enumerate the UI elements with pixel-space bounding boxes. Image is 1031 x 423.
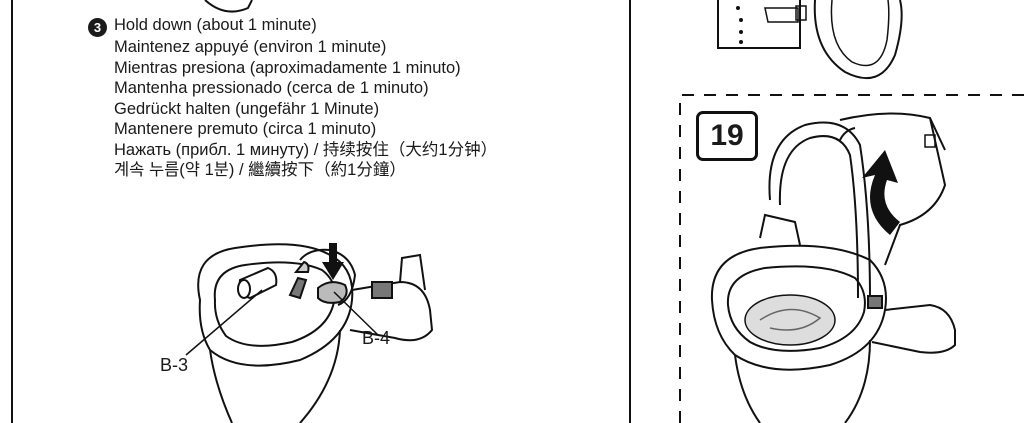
b3-leader xyxy=(185,289,263,356)
right-toilet-illustration xyxy=(710,112,956,423)
step-19-label: 19 xyxy=(696,111,758,161)
instruction-line-es: Mientras presiona (aproximadamente 1 min… xyxy=(114,58,461,77)
dashed-frame xyxy=(679,94,1031,423)
top-circle-fragment xyxy=(204,0,253,13)
b4-leader xyxy=(333,291,379,336)
callout-b4: B-4 xyxy=(362,328,391,348)
callout-b3: B-3 xyxy=(160,355,189,375)
rotate-arrow-icon xyxy=(862,150,900,235)
left-toilet-illustration xyxy=(197,243,434,423)
instruction-block: 3 Hold down (about 1 minute) Maintenez ap… xyxy=(88,15,497,181)
instruction-line-en: 3 Hold down (about 1 minute) xyxy=(88,15,497,37)
instruction-line-ko-tw: 계속 누름(약 1분) / 繼續按下（約1分鐘） xyxy=(114,161,406,179)
instruction-line-de: Gedrückt halten (ungefähr 1 Minute) xyxy=(114,99,380,118)
instruction-text-en: Hold down (about 1 minute) xyxy=(114,16,317,34)
instruction-line-ru-zh: Нажать (прибл. 1 минуту) / 持续按住（大约1分钟） xyxy=(114,140,498,159)
step-number-badge: 3 xyxy=(88,18,107,37)
down-arrow-icon xyxy=(322,243,344,280)
toilet-lid-fragment xyxy=(813,0,903,80)
remote-control-icon xyxy=(717,0,807,49)
instruction-line-pt: Mantenha pressionado (cerca de 1 minuto) xyxy=(114,79,429,97)
instruction-line-fr: Maintenez appuyé (environ 1 minute) xyxy=(114,38,387,56)
instruction-line-it: Mantenere premuto (circa 1 minuto) xyxy=(114,120,377,138)
